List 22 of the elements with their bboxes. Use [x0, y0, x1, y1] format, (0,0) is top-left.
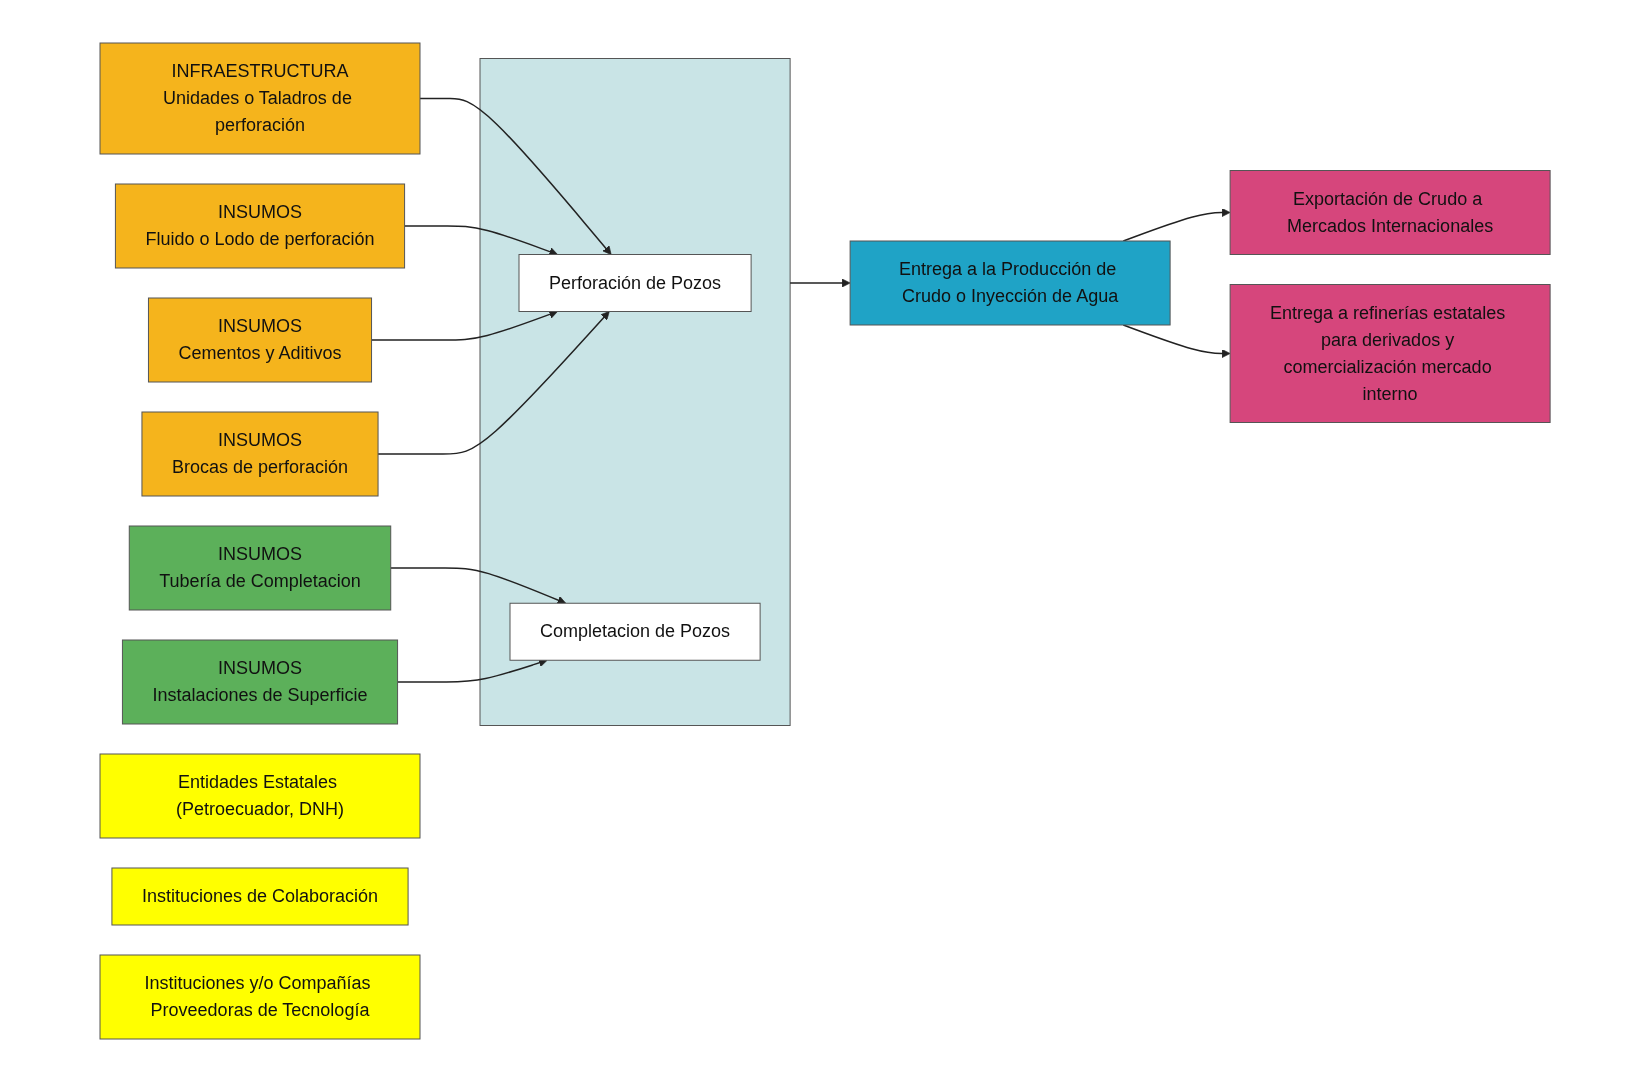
arrow: [403, 224, 558, 256]
node-box: Exportación de Crudo a Mercados Internacionales: [1229, 169, 1551, 255]
node-box: Instituciones y/o Compañías Proveedoras de Tecnología: [99, 954, 421, 1039]
node-box: Entidades Estatales (Petroecuador, DNH): [99, 753, 421, 838]
node-box: Entrega a refinerías estatales para derivados y comercialización mercado interno: [1229, 283, 1551, 423]
node-box: INSUMOS Cementos y Aditivos: [147, 297, 372, 382]
arrow: [377, 310, 610, 455]
node-box: INSUMOS Instalaciones de Superficie: [121, 639, 398, 724]
arrow: [789, 278, 851, 287]
node-box: Perforación de Pozos: [518, 253, 752, 312]
arrow: [389, 566, 567, 604]
node-box: INSUMOS Brocas de perforación: [141, 411, 379, 496]
cluster: [479, 57, 791, 726]
arrow: [396, 658, 548, 683]
node-box: Entrega a la Producción de Crudo o Inyección de Agua: [849, 240, 1171, 325]
arrow: [1122, 323, 1231, 358]
node-box: INSUMOS Tubería de Completacion: [128, 525, 392, 610]
node-box: INFRAESTRUCTURA Unidades o Taladros de perforación: [99, 42, 421, 154]
node-box: Completacion de Pozos: [509, 602, 761, 661]
arrow: [419, 97, 612, 255]
node-box: Instituciones de Colaboración: [111, 867, 409, 925]
node-box: INSUMOS Fluido o Lodo de perforación: [114, 183, 405, 268]
